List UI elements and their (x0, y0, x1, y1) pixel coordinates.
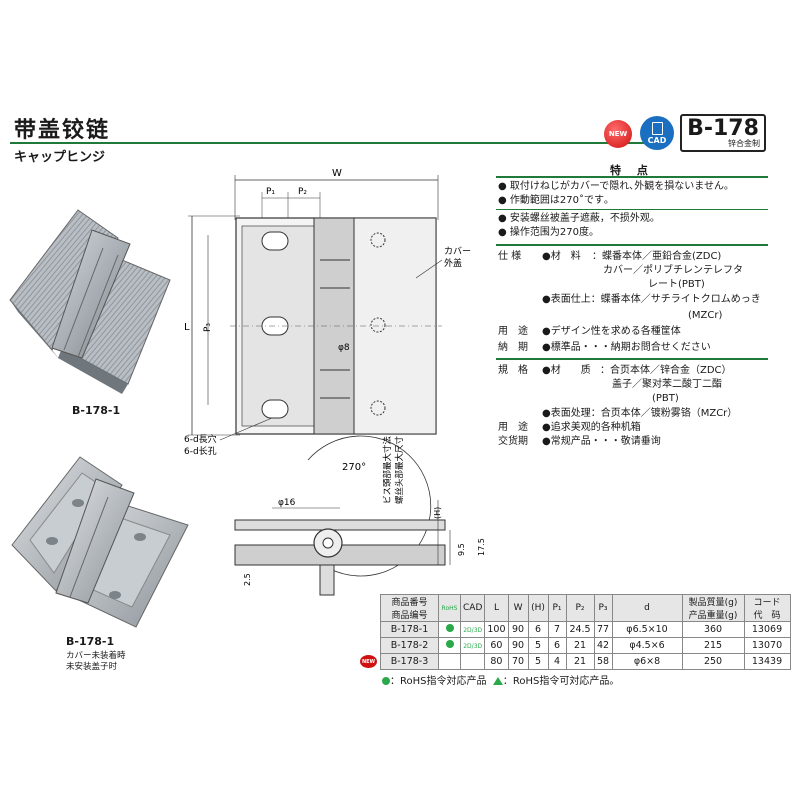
slot-label-cn: 6-d长孔 (184, 445, 217, 457)
dim-17-5-label: 17.5 (477, 538, 486, 556)
spec-label: 仕 様 (498, 251, 522, 262)
col-rohs: RoHS (438, 594, 461, 622)
rohs-triangle-icon (492, 677, 503, 685)
spec-material-value: レート(PBT) (648, 279, 705, 290)
col-code: 商品番号 商品编号 (380, 594, 439, 622)
hinge-photo-covered (9, 209, 171, 394)
photo-2-label: B-178-1 (66, 635, 115, 648)
spec-use: ●追求美观的各种机箱 (542, 422, 641, 433)
new-badge: NEW (604, 120, 632, 148)
col-cad: CAD (459, 594, 486, 622)
divider (496, 209, 768, 210)
dim-phi8-label: φ8 (338, 343, 350, 353)
spec-finish: ●表面处理：合页本体／镀粉雾铬（MZCr） (542, 408, 738, 419)
spec-material-value: (PBT) (652, 393, 679, 404)
spec-use: ●デザイン性を求める各種筐体 (542, 326, 681, 337)
spec-label: 用 途 (498, 326, 528, 337)
col-code2: コード 代 码 (743, 594, 791, 622)
table-header-row: 商品番号 商品编号 RoHS CAD L W (H) P₁ P₂ P₃ d 製品… (380, 594, 791, 622)
feature-item: ● 作動範囲は270˚です｡ (498, 195, 609, 206)
photo-1-label: B-178-1 (72, 404, 121, 417)
title-divider (10, 142, 670, 144)
rohs-dot-icon (445, 640, 454, 648)
col-p1: P₁ (547, 594, 567, 622)
spec-material-key: ●材 料 (542, 251, 581, 262)
new-row-badge: NEW (360, 655, 377, 668)
screw-note-cn: 螺丝头部最大尺寸 (394, 435, 405, 504)
table-row: B-178-3 80 70 5 4 21 58 φ6×8 250 13439 (380, 653, 791, 670)
dim-l-label: L (184, 322, 190, 333)
phi16-label: φ16 (278, 498, 296, 508)
cad-badge[interactable]: CAD (640, 116, 674, 150)
dim-w-label: W (332, 168, 342, 179)
col-p2: P₂ (565, 594, 595, 622)
spec-material-value: 盖子／聚对苯二酸丁二酯 (612, 379, 722, 390)
dim-h-label: (H) (433, 507, 442, 519)
feature-item: ● 操作范围为270度。 (498, 227, 599, 238)
rohs-legend: ：RoHS指令対応产品 ：RoHS指令可対応产品。 (382, 672, 619, 687)
page-title: 带盖铰链 (14, 118, 111, 143)
spec-divider (496, 358, 768, 360)
product-material: 锌合金制 (728, 139, 760, 148)
spec-label: 交货期 (498, 436, 528, 447)
col-p3: P₃ (593, 594, 613, 622)
page-subtitle: キャップヒンジ (14, 150, 106, 165)
cover-label-cn: 外盖 (444, 257, 462, 269)
rohs-dot-icon (445, 624, 454, 632)
spec-label: 納 期 (498, 342, 528, 353)
spec-label: 用 途 (498, 422, 528, 433)
technical-drawing: W P₁ P₂ L P₃ φ8 カバー 外盖 6-d長穴 6-d长孔 270° … (184, 168, 486, 596)
photo-2-note-jp: カバー未装着時 (66, 651, 126, 661)
product-code: B-178 (687, 116, 759, 141)
spec-delivery: ●標準品・・・納期お問合せください (542, 342, 711, 353)
product-code-box: B-178 锌合金制 (680, 114, 766, 152)
spec-material-value: ：合页本体／锌合金（ZDC） (600, 365, 732, 376)
spec-finish: ●表面仕上：蝶番本体／サチライトクロムめっき (542, 294, 761, 305)
cover-label-jp: カバー (444, 246, 471, 257)
slot-label-jp: 6-d長穴 (184, 433, 217, 445)
document-icon (651, 121, 663, 135)
dim-2-5-label: 2.5 (243, 573, 252, 586)
feature-item: ● 取付けねじがカバーで隠れ､外観を損ないません｡ (498, 181, 730, 192)
dim-p1-label: P₁ (266, 187, 275, 197)
col-d: d (611, 594, 683, 622)
spec-material-value: ：蝶番本体／亜鉛合金(ZDC) (592, 251, 722, 262)
photo-2-note-cn: 未安装盖子时 (66, 662, 118, 672)
rohs-dot-icon (382, 677, 390, 685)
spec-material-key: ●材 质 (542, 365, 591, 376)
features-divider (496, 176, 768, 178)
dim-p2-label: P₂ (298, 187, 307, 197)
spec-finish: (MZCr) (688, 310, 723, 321)
spec-material-value: カバー／ポリブチレンテレフタ (603, 265, 743, 276)
col-w: W (507, 594, 529, 622)
dim-p3-label: P₃ (203, 323, 213, 332)
dim-9-5-label: 9.5 (457, 543, 466, 556)
spec-label: 規 格 (498, 365, 528, 376)
hinge-photo-uncovered (11, 456, 189, 628)
col-l: L (484, 594, 509, 622)
spec-table: 商品番号 商品编号 RoHS CAD L W (H) P₁ P₂ P₃ d 製品… (380, 594, 791, 670)
cad-badge-label: CAD (647, 135, 667, 145)
table-row: B-178-2 2D/3D 60 90 5 6 21 42 φ4.5×6 215… (380, 637, 791, 654)
features-title: 特 点 (610, 164, 654, 177)
angle-label: 270° (342, 462, 366, 473)
spec-divider (496, 244, 768, 246)
col-mass: 製品質量(g) 产品重量(g) (681, 594, 745, 622)
table-row: B-178-1 2D/3D 100 90 6 7 24.5 77 φ6.5×10… (380, 621, 791, 638)
screw-note-jp: ビス頭部最大寸法 (382, 436, 393, 504)
spec-delivery: ●常规产品・・・敬请垂询 (542, 436, 661, 447)
col-h: (H) (527, 594, 549, 622)
feature-item: ● 安装螺丝被盖子遮蔽，不损外观。 (498, 213, 660, 224)
